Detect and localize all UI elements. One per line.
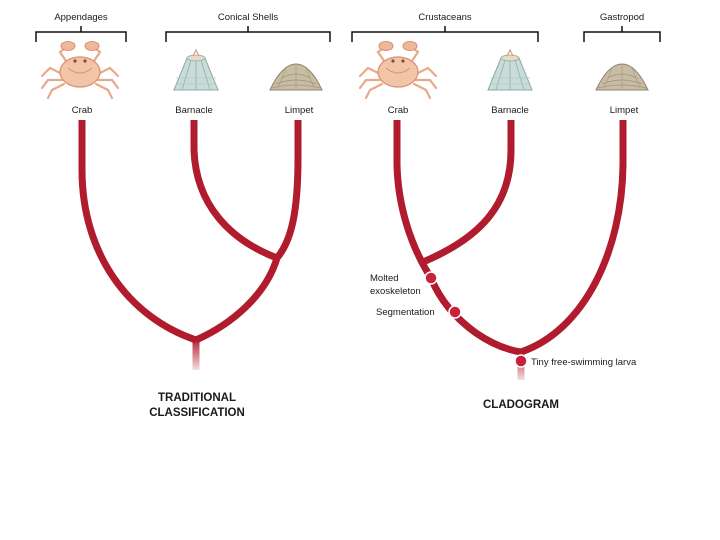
traditional-title-line2: CLASSIFICATION xyxy=(149,407,245,419)
conical-shells-group-label: Conical Shells xyxy=(218,12,278,23)
crustaceans-group-label: Crustaceans xyxy=(418,12,472,23)
molted-exoskeleton-label-line1: Molted xyxy=(370,273,399,284)
limpet-branch xyxy=(519,120,627,356)
cladogram-tree: Crustaceans Gastropod Crab Barnacle Limp… xyxy=(351,12,661,411)
molted-exoskeleton-label-line2: exoskeleton xyxy=(370,286,421,297)
crab-label: Crab xyxy=(388,105,409,116)
barnacle-label: Barnacle xyxy=(175,105,213,116)
traditional-classification-tree: Appendages Conical Shells Crab Barnacle … xyxy=(35,12,331,419)
limpet-label: Limpet xyxy=(285,105,314,116)
limpet-picture xyxy=(595,63,649,91)
crab-picture xyxy=(40,40,120,100)
appendages-bracket xyxy=(35,26,127,42)
barnacle-picture xyxy=(173,49,219,91)
traditional-root xyxy=(192,338,200,370)
crustaceans-bracket xyxy=(351,26,539,42)
crab-picture xyxy=(358,40,438,100)
crab-label: Crab xyxy=(72,105,93,116)
larva-marker xyxy=(514,354,528,368)
appendages-group-label: Appendages xyxy=(54,12,108,23)
cladogram-title: CLADOGRAM xyxy=(483,399,559,411)
limpet-label: Limpet xyxy=(610,105,639,116)
barnacle-label: Barnacle xyxy=(491,105,529,116)
segmentation-marker xyxy=(448,305,462,319)
limpet-branch xyxy=(274,120,302,261)
traditional-title-line1: TRADITIONAL xyxy=(158,392,236,404)
crustacean-stem-branch xyxy=(427,276,522,356)
crab-branch xyxy=(78,120,198,344)
limpet-picture xyxy=(269,63,323,91)
crab-branch xyxy=(393,120,434,280)
barnacle-branch xyxy=(421,120,515,266)
molted-exoskeleton-marker xyxy=(424,271,438,285)
barnacle-branch xyxy=(190,120,279,262)
barnacle-picture xyxy=(487,49,533,91)
larva-label: Tiny free-swimming larva xyxy=(531,357,637,368)
conical-shells-bracket xyxy=(165,26,331,42)
segmentation-label: Segmentation xyxy=(376,307,435,318)
gastropod-bracket xyxy=(583,26,661,42)
conical-shells-branch xyxy=(194,256,281,344)
gastropod-group-label: Gastropod xyxy=(600,12,644,23)
